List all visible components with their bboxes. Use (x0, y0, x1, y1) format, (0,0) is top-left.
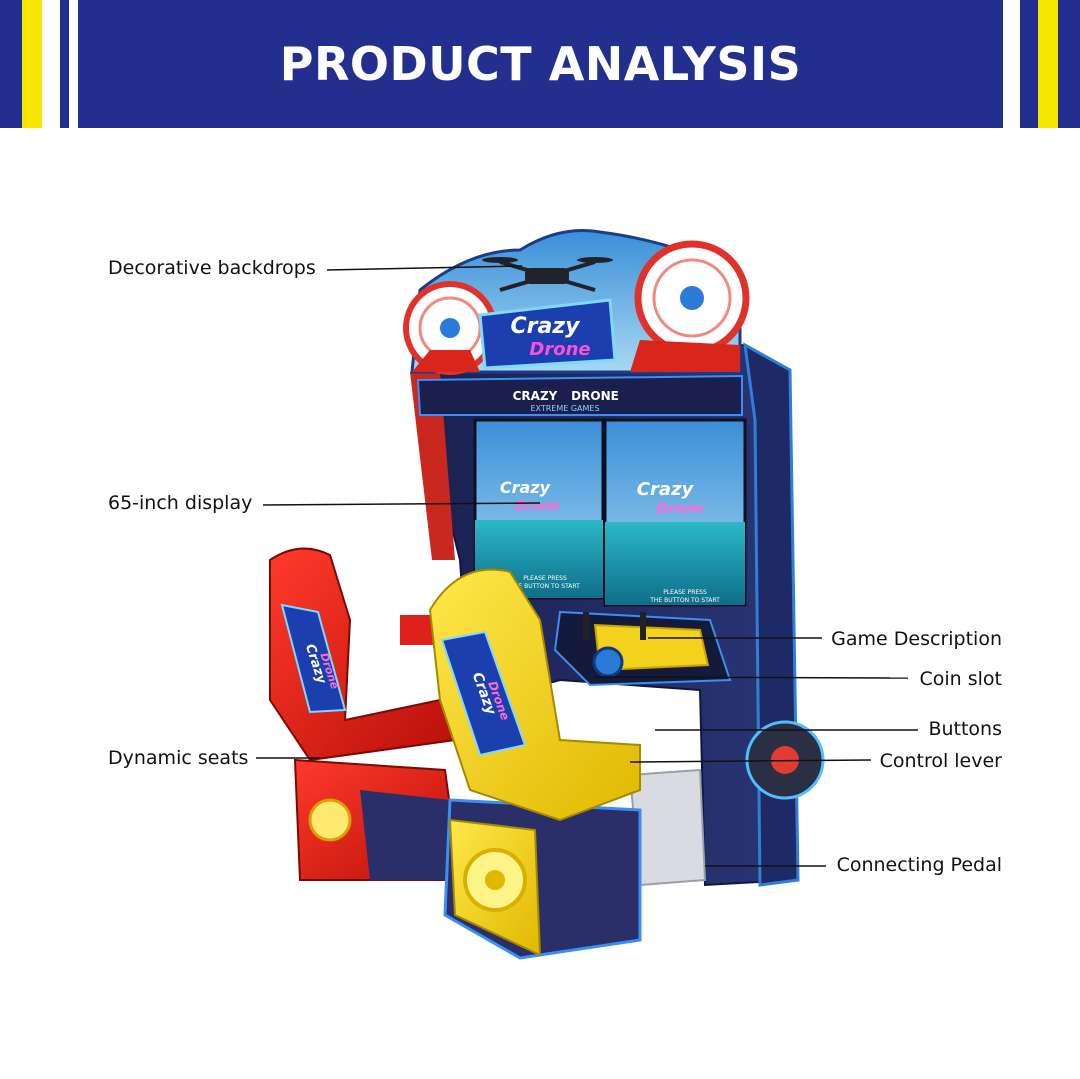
line-control-lever (629, 759, 872, 763)
line-decorative-backdrops (326, 265, 523, 271)
screen-right-logo-line2: Drone (656, 501, 704, 517)
label-buttons: Buttons (928, 718, 1002, 740)
screen-left-prompt-line2: THE BUTTON TO START (509, 583, 580, 590)
screen-left-logo-line1: Crazy (500, 478, 551, 497)
label-65-inch-display: 65-inch display (108, 492, 253, 514)
screen-right-prompt-line2: THE BUTTON TO START (649, 597, 720, 604)
marquee-logo-line1: Crazy (511, 314, 582, 339)
line-coin-slot (594, 676, 909, 679)
header-stripe-yellow-left (22, 0, 42, 128)
label-coin-slot: Coin slot (919, 668, 1002, 690)
sub-marquee-tagline: EXTREME GAMES (530, 404, 599, 413)
display-65-inch: Crazy Drone Crazy Drone PLEASE PRESS THE… (473, 418, 747, 607)
label-connecting-pedal: Connecting Pedal (836, 854, 1002, 876)
screen-right-prompt-line1: PLEASE PRESS (663, 589, 707, 596)
line-65-inch-display (262, 502, 541, 506)
sub-marquee: CRAZY DRONE EXTREME GAMES (416, 374, 743, 416)
header-stripe-blue-right-outer (1058, 0, 1080, 128)
yellow-seat: Crazy Drone (428, 568, 642, 960)
header-stripe-blue-left-thin (60, 0, 69, 128)
sub-marquee-word2: DRONE (571, 389, 619, 403)
header-stripe-blue-left (0, 0, 22, 128)
sub-marquee-word1: CRAZY (513, 389, 558, 403)
label-game-description: Game Description (831, 628, 1002, 650)
header-banner: PRODUCT ANALYSIS (78, 0, 1003, 128)
label-decorative-backdrops: Decorative backdrops (108, 257, 316, 279)
page-title: PRODUCT ANALYSIS (279, 37, 802, 91)
screen-right-logo-line1: Crazy (637, 479, 695, 500)
control-panel (400, 610, 732, 687)
marquee-logo-line2: Drone (529, 339, 590, 360)
label-control-lever: Control lever (879, 750, 1002, 772)
label-dynamic-seats: Dynamic seats (108, 747, 249, 769)
screen-left-prompt-line1: PLEASE PRESS (523, 575, 567, 582)
header-stripe-yellow-right (1038, 0, 1058, 128)
header-stripe-blue-right (1020, 0, 1038, 128)
